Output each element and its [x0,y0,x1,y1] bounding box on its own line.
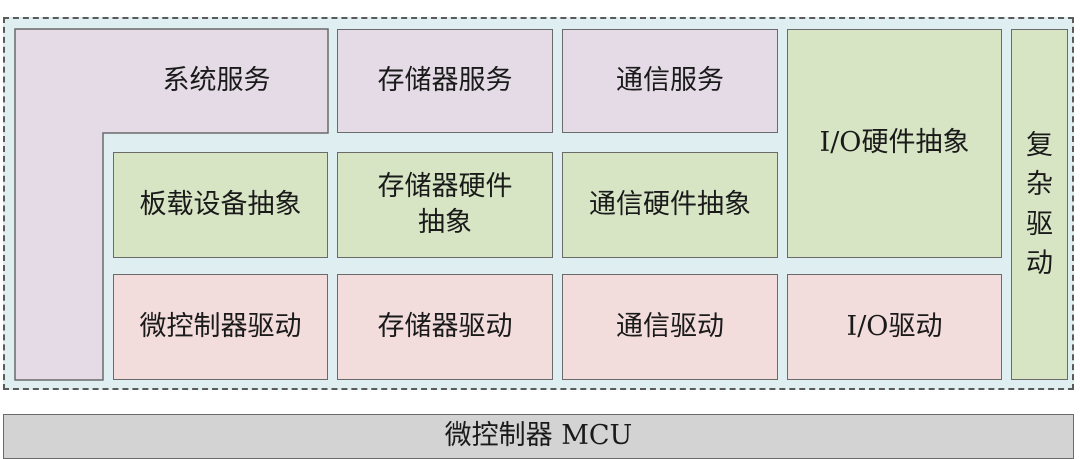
memory-hardware-abstraction-box: 存储器硬件 抽象 [337,152,553,258]
communication-drivers-box: 通信驱动 [562,274,778,380]
microcontroller-drivers-box: 微控制器驱动 [113,274,328,380]
memory-drivers-box: 存储器驱动 [337,274,553,380]
microcontroller-mcu-bar: 微控制器 MCU [3,414,1074,459]
io-drivers-box: I/O驱动 [787,274,1002,380]
io-hardware-abstraction-box: I/O硬件抽象 [787,29,1002,258]
complex-drivers-box: 复 杂 驱 动 [1011,29,1068,380]
communication-hardware-abstraction-box: 通信硬件抽象 [562,152,778,258]
memory-services-box: 存储器服务 [337,29,553,133]
communication-services-box: 通信服务 [562,29,778,133]
onboard-device-abstraction-box: 板载设备抽象 [113,152,328,258]
system-services-label: 系统服务 [162,64,271,96]
